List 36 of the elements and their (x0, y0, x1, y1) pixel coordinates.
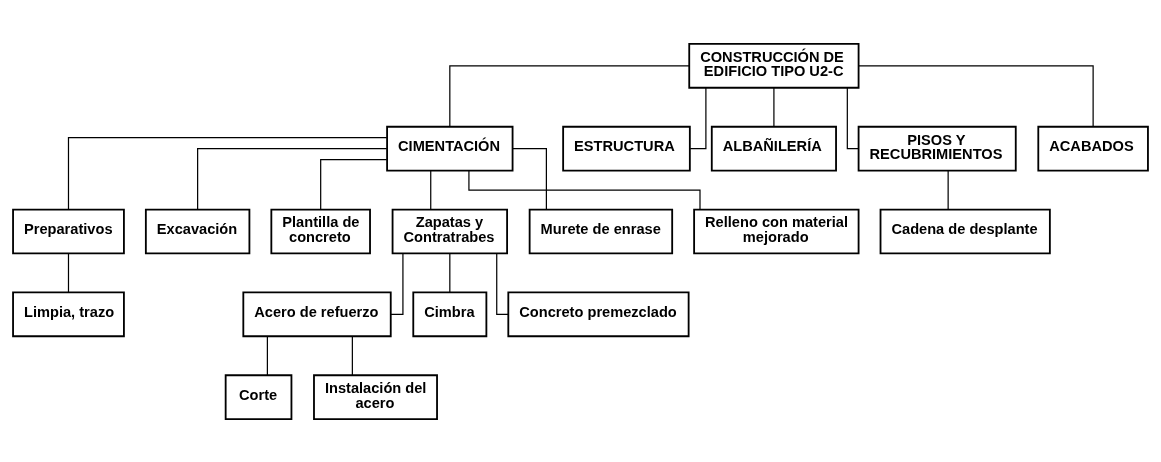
node-box: Zapatas y Contratrabes (391, 208, 508, 254)
node-box: Acero de refuerzo (242, 291, 392, 337)
node-box: Murete de enrase (528, 208, 674, 254)
node-box: CIMENTACIÓN (386, 125, 514, 171)
node-box: Cimbra (412, 291, 488, 337)
connector (197, 147, 388, 210)
node-box: ESTRUCTURA (562, 125, 691, 171)
connector (858, 64, 1094, 127)
node-box: Limpia, trazo (12, 291, 125, 337)
connector (430, 169, 432, 210)
connector (512, 147, 547, 210)
connector (266, 335, 268, 376)
node-box: Relleno con material mejorado (693, 208, 860, 254)
connector (846, 86, 859, 149)
node-box: Concreto premezclado (507, 291, 690, 337)
node-box: CONSTRUCCIÓN DE EDIFICIO TIPO U2-C (688, 42, 860, 89)
node-box: Preparativos (12, 208, 125, 254)
node-box: Plantilla de concreto (270, 208, 371, 254)
node-box: Excavación (144, 208, 251, 254)
connector (496, 252, 509, 315)
connector (320, 158, 388, 210)
node-box: Corte (224, 373, 293, 420)
connector (67, 252, 70, 293)
node-box: Cadena de desplante (879, 208, 1051, 254)
node-box: ACABADOS (1037, 125, 1149, 171)
node-box: Instalación del acero (313, 373, 438, 420)
connector (67, 136, 388, 210)
connector (390, 252, 404, 315)
node-box: PISOS Y RECUBRIMIENTOS (857, 125, 1017, 171)
connector (351, 335, 353, 376)
node-box: ALBAÑILERÍA (710, 125, 837, 171)
connector (449, 252, 451, 293)
connector (449, 64, 690, 127)
connector (773, 86, 775, 127)
connector (947, 169, 949, 210)
connector (468, 169, 701, 210)
